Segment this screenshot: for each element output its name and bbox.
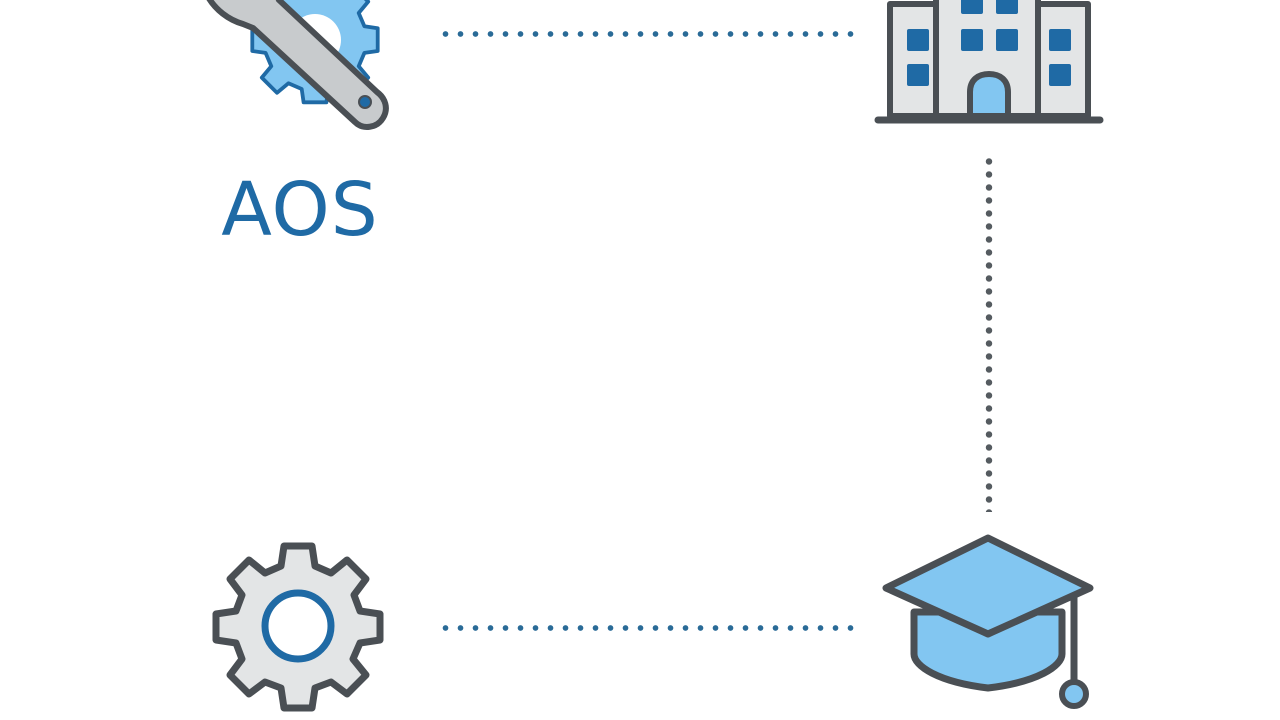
wrench-gear-icon <box>206 0 389 130</box>
connector-building-graduation <box>985 155 993 512</box>
gear-icon <box>212 542 384 712</box>
building-icon <box>874 0 1104 124</box>
connector-aos-building <box>438 31 854 37</box>
aos-label: AOS <box>221 167 379 253</box>
graduation-cap-icon <box>882 534 1094 709</box>
connector-settings-graduation <box>438 625 854 631</box>
